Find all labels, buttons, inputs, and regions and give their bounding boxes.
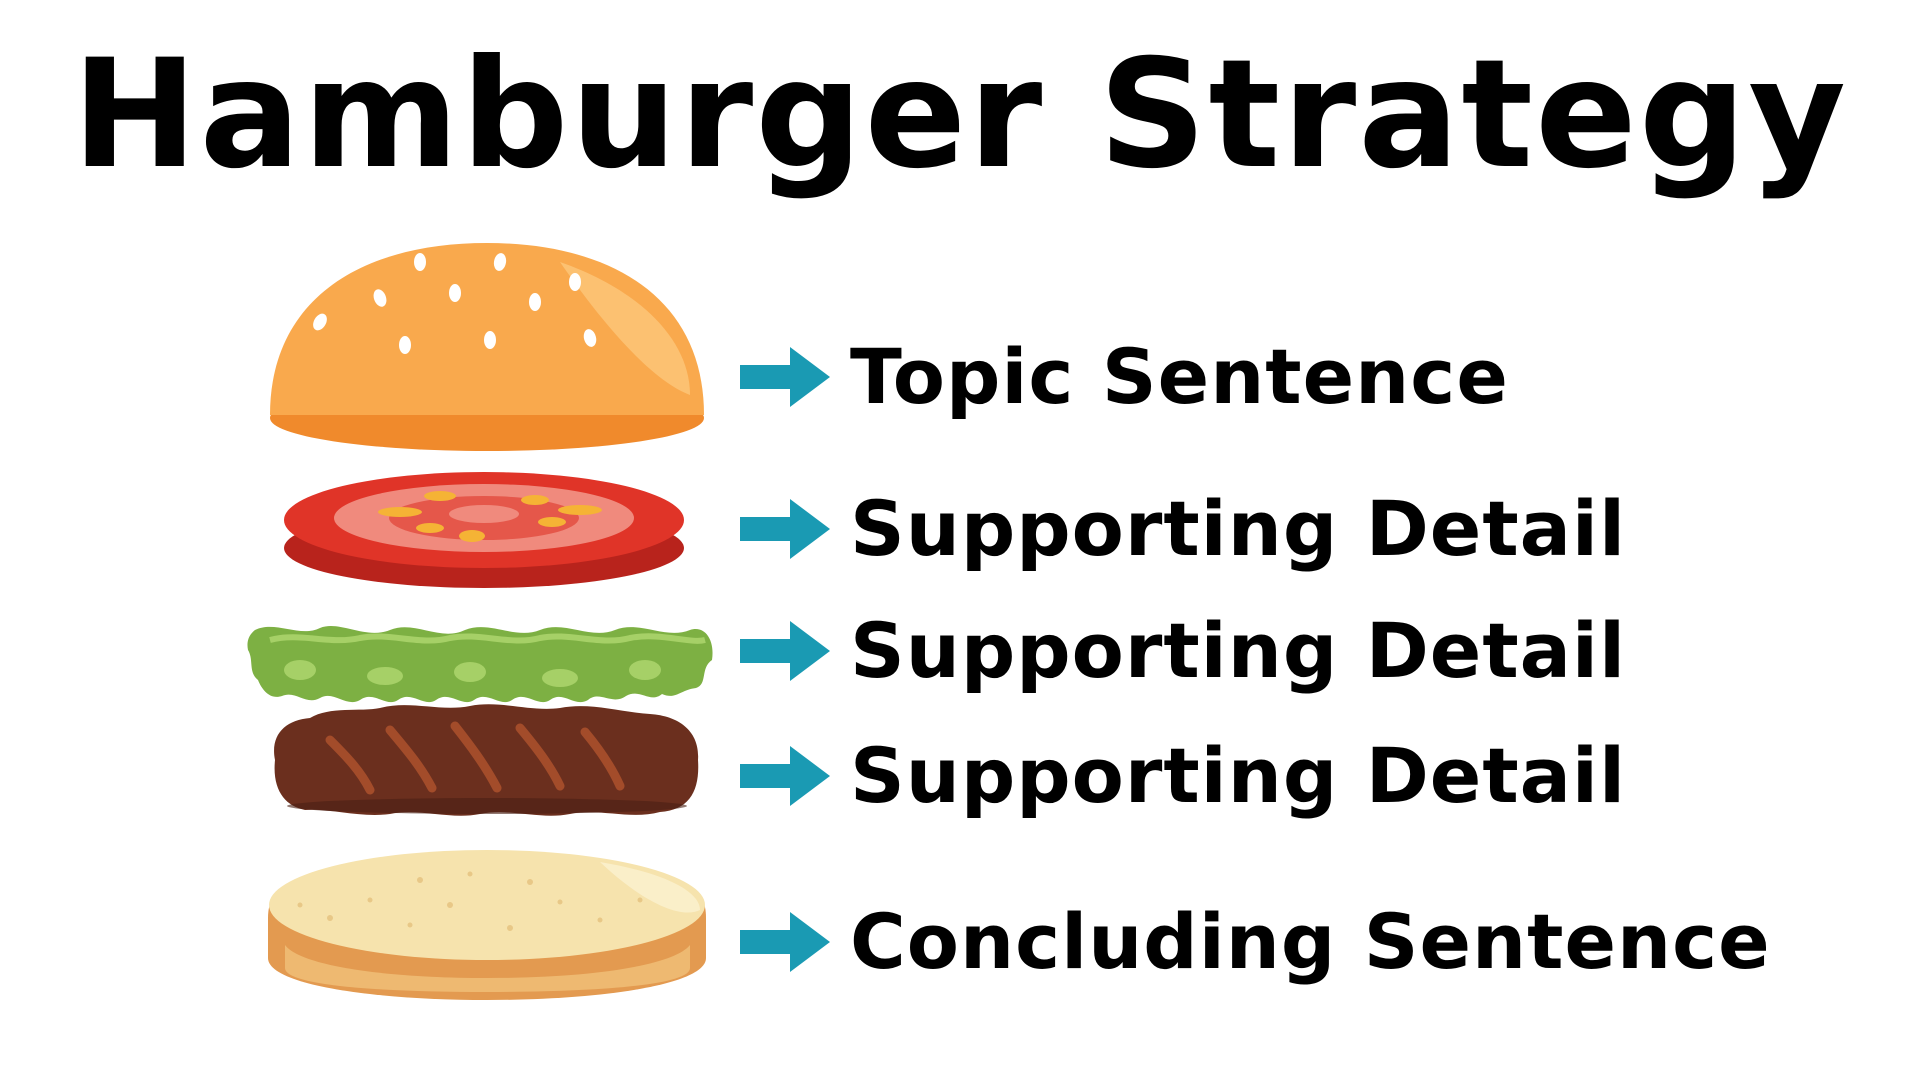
top-bun-icon bbox=[270, 243, 704, 451]
layer-row-detail-1: Supporting Detail bbox=[740, 484, 1626, 574]
layer-row-detail-2: Supporting Detail bbox=[740, 606, 1626, 696]
patty-icon bbox=[274, 704, 699, 816]
arrow-right-icon bbox=[740, 746, 830, 806]
supporting-detail-label: Supporting Detail bbox=[850, 606, 1627, 695]
arrow-right-icon bbox=[740, 347, 830, 407]
concluding-sentence-label: Concluding Sentence bbox=[850, 897, 1771, 986]
layer-row-concluding: Concluding Sentence bbox=[740, 897, 1771, 987]
layer-row-topic: Topic Sentence bbox=[740, 332, 1509, 422]
bottom-bun-icon bbox=[268, 850, 706, 1000]
layer-row-detail-3: Supporting Detail bbox=[740, 731, 1626, 821]
arrow-right-icon bbox=[740, 621, 830, 681]
tomato-icon bbox=[284, 472, 684, 588]
arrow-right-icon bbox=[740, 499, 830, 559]
arrow-right-icon bbox=[740, 912, 830, 972]
supporting-detail-label: Supporting Detail bbox=[850, 731, 1627, 820]
topic-sentence-label: Topic Sentence bbox=[850, 332, 1509, 421]
page-title: Hamburger Strategy bbox=[71, 28, 1848, 202]
supporting-detail-label: Supporting Detail bbox=[850, 484, 1627, 573]
lettuce-icon bbox=[247, 626, 713, 703]
